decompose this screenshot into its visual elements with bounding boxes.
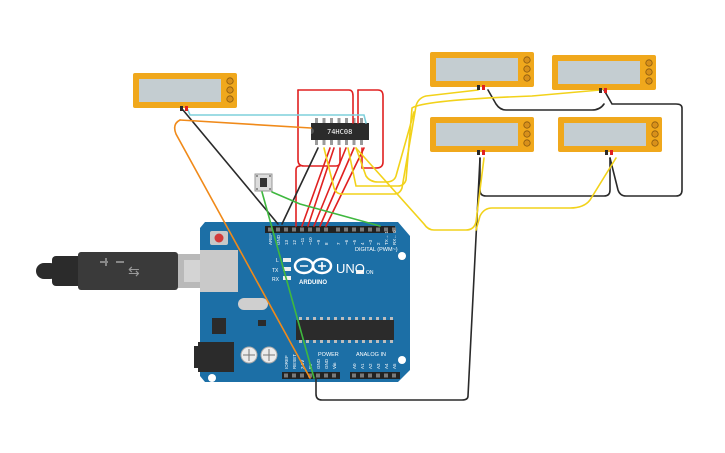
wire-red bbox=[313, 147, 347, 227]
wire-yellow bbox=[355, 111, 415, 183]
digital-pin-label: ~11 bbox=[300, 237, 305, 245]
wire-orange bbox=[173, 119, 311, 379]
wire-red bbox=[357, 89, 384, 169]
wires bbox=[173, 89, 683, 401]
lcd-pin-icon bbox=[226, 86, 234, 94]
lcd-pin-icon bbox=[226, 95, 234, 103]
wire-yellow bbox=[323, 89, 479, 195]
lcd-pin-icon bbox=[645, 68, 653, 76]
analog-header-label: ANALOG IN bbox=[356, 352, 386, 358]
wire-yellow bbox=[347, 89, 601, 187]
power-pin-label: GND bbox=[316, 358, 321, 369]
digital-pin-label: ~3 bbox=[368, 239, 373, 245]
wire-red bbox=[307, 147, 335, 227]
analog-pin-label: A4 bbox=[384, 363, 389, 369]
wire-yellow bbox=[475, 157, 617, 231]
wire-black bbox=[479, 157, 611, 197]
digital-pin-label: ~6 bbox=[344, 239, 349, 245]
digital-pin-label: ~10 bbox=[308, 237, 313, 245]
wire-green bbox=[261, 191, 315, 379]
lcd-display bbox=[430, 117, 534, 155]
wire-red bbox=[297, 89, 354, 124]
logic-chip-74hc08: 74HC08 bbox=[311, 118, 369, 145]
lcd-pin-icon bbox=[523, 74, 531, 82]
wire-black bbox=[487, 89, 605, 111]
lcd-pin-icon bbox=[523, 56, 531, 64]
wire-cyan bbox=[187, 109, 367, 124]
analog-pin-label: A0 bbox=[352, 363, 357, 369]
power-pin-label: IOREF bbox=[284, 355, 289, 369]
wire-yellow bbox=[355, 147, 485, 231]
wire-black bbox=[603, 89, 683, 197]
digital-pin-label: 7 bbox=[336, 242, 341, 245]
wire-black bbox=[315, 157, 481, 401]
wire-red bbox=[301, 147, 331, 227]
lcd-pin-icon bbox=[651, 121, 659, 129]
lcd-pin-icon bbox=[651, 139, 659, 147]
lcd-pin-icon bbox=[523, 65, 531, 73]
wire-black bbox=[281, 147, 319, 225]
digital-pin-label: 8 bbox=[324, 242, 329, 245]
digital-pin-label: 13 bbox=[284, 239, 289, 245]
digital-pin-label: TX→ 1 bbox=[384, 230, 389, 245]
lcd-pin-icon bbox=[523, 139, 531, 147]
push-button[interactable] bbox=[254, 173, 273, 192]
digital-pin-label: 2 bbox=[376, 242, 381, 245]
digital-pin-label: AREF bbox=[268, 233, 273, 245]
svg-text:⇆: ⇆ bbox=[128, 263, 140, 279]
digital-header bbox=[265, 226, 395, 233]
chip-label: 74HC08 bbox=[327, 128, 352, 136]
digital-pin-label: ~9 bbox=[316, 239, 321, 245]
power-header-label: POWER bbox=[318, 352, 339, 358]
lcd-pin-icon bbox=[645, 77, 653, 85]
arduino-logo bbox=[293, 257, 333, 275]
power-pin-label: RESET bbox=[292, 354, 297, 369]
arduino-board: L TX RX ON UNO ARDUINO DIGITAL (PWM~) AR… bbox=[194, 222, 410, 382]
analog-pin-label: A3 bbox=[376, 363, 381, 369]
digital-pin-label: RX← 0 bbox=[392, 230, 397, 245]
lcd-display bbox=[552, 55, 656, 93]
analog-pin-label: A1 bbox=[360, 363, 365, 369]
board-model-label: UNO bbox=[336, 261, 365, 276]
analog-header bbox=[350, 372, 400, 379]
digital-pin-label: 4 bbox=[360, 242, 365, 245]
wire-green bbox=[271, 191, 381, 227]
wire-black bbox=[182, 109, 279, 225]
analog-pin-label: A5 bbox=[392, 363, 397, 369]
wire-red bbox=[295, 165, 301, 227]
led-l-label: L bbox=[276, 258, 279, 264]
led-rx-label: RX bbox=[272, 277, 280, 283]
digital-header-label: DIGITAL (PWM~) bbox=[355, 247, 398, 253]
wire-orange bbox=[179, 119, 312, 129]
analog-pin-label: A2 bbox=[368, 363, 373, 369]
digital-pin-label: GND bbox=[276, 234, 281, 245]
wire-red bbox=[325, 147, 365, 227]
power-pin-label: Vin bbox=[332, 362, 337, 369]
lcd-display bbox=[133, 73, 237, 111]
led-on-label: ON bbox=[366, 270, 374, 276]
wire-red bbox=[319, 147, 355, 227]
power-pin-label: GND bbox=[324, 358, 329, 369]
lcd-pin-icon bbox=[651, 130, 659, 138]
lcd-display bbox=[558, 117, 662, 155]
lcd-pin-icon bbox=[523, 130, 531, 138]
lcd-pin-icon bbox=[645, 59, 653, 67]
lcd-pin-icon bbox=[226, 77, 234, 85]
led-tx-label: TX bbox=[272, 268, 279, 274]
digital-pin-label: ~5 bbox=[352, 239, 357, 245]
digital-pin-label: 12 bbox=[292, 239, 297, 245]
microcontroller-chip bbox=[296, 320, 394, 340]
lcd-display bbox=[430, 52, 534, 90]
lcd-pin-icon bbox=[523, 121, 531, 129]
board-brand-label: ARDUINO bbox=[299, 280, 327, 286]
